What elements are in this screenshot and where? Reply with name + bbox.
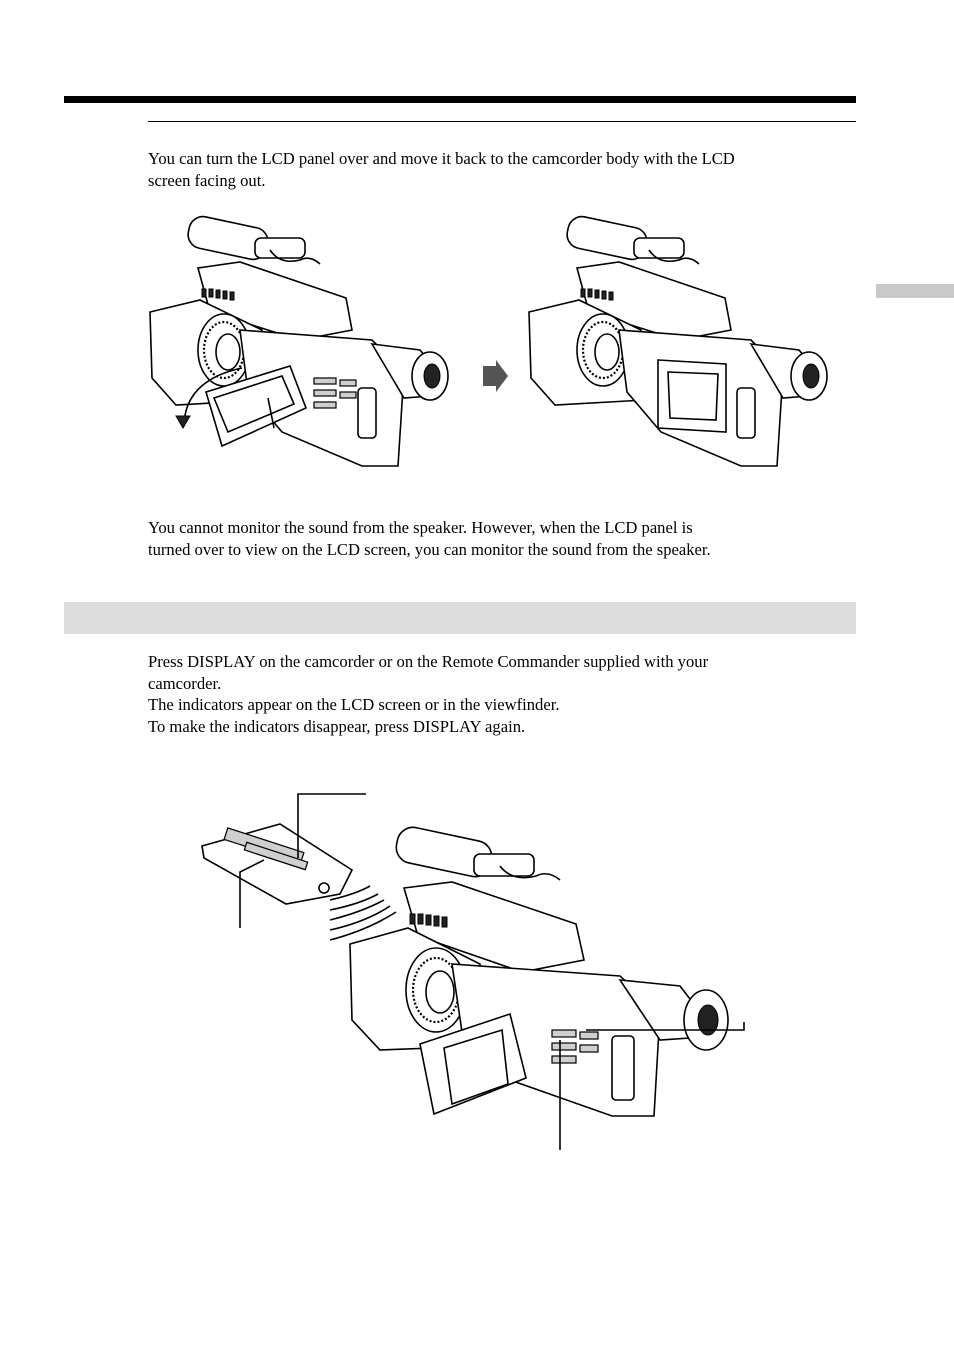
section-heading-bar	[64, 602, 856, 634]
arrow-right-icon	[483, 360, 508, 392]
text-line: turned over to view on the LCD screen, y…	[148, 539, 711, 559]
camcorder-left-figure	[149, 215, 449, 467]
text-line: camcorder.	[148, 673, 222, 693]
chapter-tab	[876, 284, 954, 298]
text-line: To make the indicators disappear, press …	[148, 716, 526, 736]
rotate-arrow-icon	[175, 415, 191, 429]
camcorder-bottom-figure	[349, 826, 745, 1150]
remote-commander-figure	[201, 793, 397, 941]
speaker-note: You cannot monitor the sound from the sp…	[148, 517, 860, 560]
section-divider	[148, 121, 856, 122]
display-instructions: Press DISPLAY on the camcorder or on the…	[148, 651, 860, 737]
text-line: The indicators appear on the LCD screen …	[148, 695, 560, 714]
flip-panel-text: You can turn the LCD panel over and move…	[148, 148, 860, 191]
text-line: You can turn the LCD panel over and move…	[148, 149, 735, 168]
top-rule	[64, 96, 856, 103]
text-line: Press DISPLAY on the camcorder or on the…	[148, 652, 709, 671]
text-line: screen facing out.	[148, 170, 266, 190]
text-line: You cannot monitor the sound from the sp…	[148, 518, 693, 537]
camcorder-right-figure	[528, 215, 828, 467]
